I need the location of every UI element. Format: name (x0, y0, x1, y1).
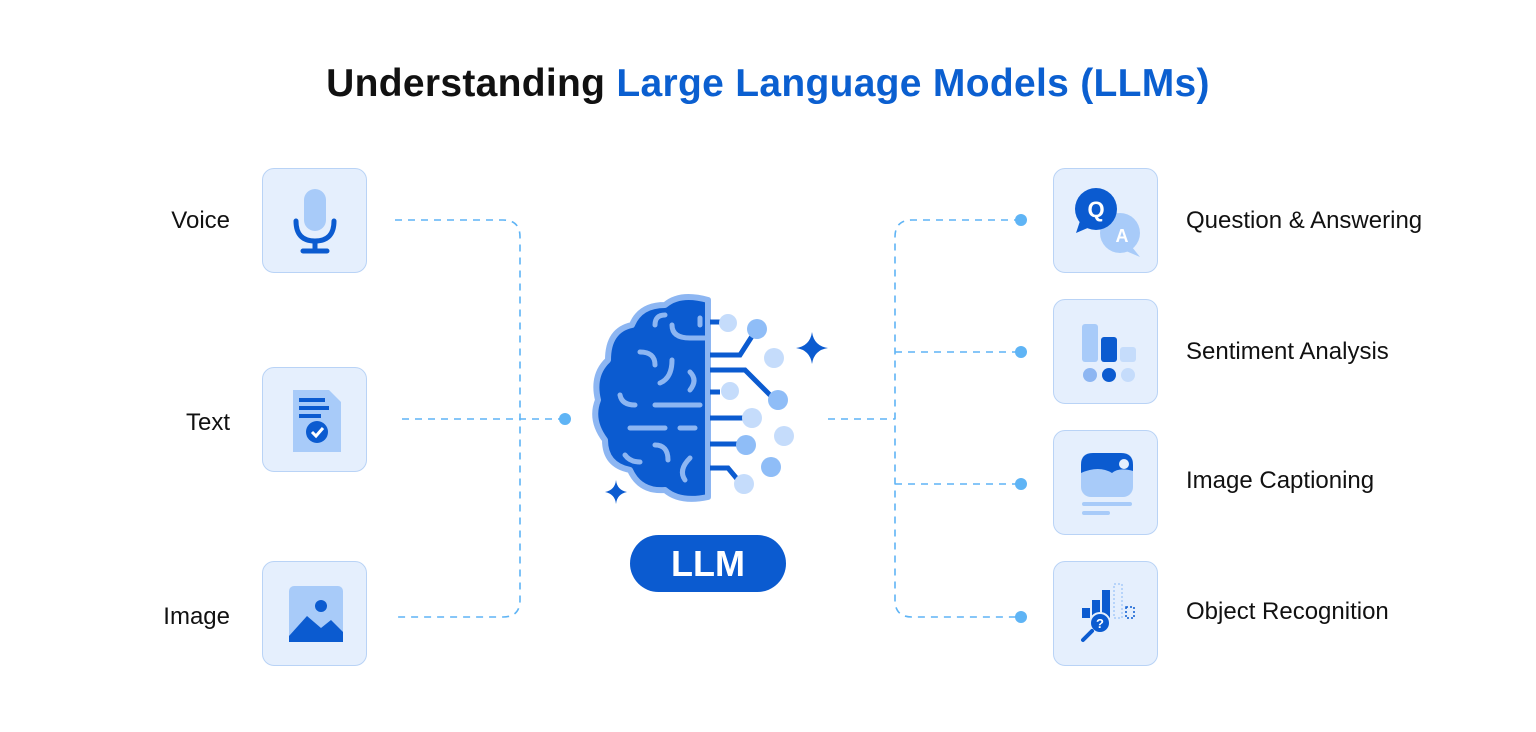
output-label-captioning: Image Captioning (1186, 467, 1375, 494)
page-title: Understanding Large Language Models (LLM… (0, 62, 1536, 106)
image-caption-icon (1081, 453, 1133, 515)
magnifier-chart-icon: ? (1081, 583, 1135, 642)
title-accent: Large Language Models (LLMs) (616, 62, 1210, 105)
input-tile-text (262, 367, 367, 472)
output-label-qa: Question & Answering (1186, 207, 1423, 234)
sparkle-icon (796, 332, 828, 364)
brain-circuit-icon (592, 293, 828, 504)
connector-outputs (894, 219, 1021, 618)
output-label-sentiment: Sentiment Analysis (1186, 338, 1389, 365)
title-prefix: Understanding (326, 62, 606, 105)
svg-text:?: ? (1096, 616, 1104, 631)
output-tile-captioning (1053, 430, 1158, 535)
document-check-icon (293, 390, 341, 452)
input-label-image: Image (163, 603, 230, 630)
output-tile-sentiment (1053, 299, 1158, 404)
sparkle-icon (605, 480, 627, 504)
input-label-voice: Voice (171, 207, 230, 234)
input-label-text: Text (185, 409, 230, 436)
output-label-object-recognition: Object Recognition (1186, 598, 1389, 625)
svg-text:Q: Q (1087, 197, 1104, 222)
llm-badge: LLM (630, 535, 786, 592)
qa-bubbles-icon: Q A (1075, 188, 1140, 257)
output-tile-qa: Q A (1053, 168, 1158, 273)
microphone-icon (293, 189, 337, 254)
sentiment-bars-icon (1082, 324, 1136, 382)
input-tile-image (262, 561, 367, 666)
input-tile-voice (262, 168, 367, 273)
image-icon (289, 586, 343, 642)
output-tile-object-recognition: ? (1053, 561, 1158, 666)
svg-text:A: A (1116, 226, 1129, 246)
